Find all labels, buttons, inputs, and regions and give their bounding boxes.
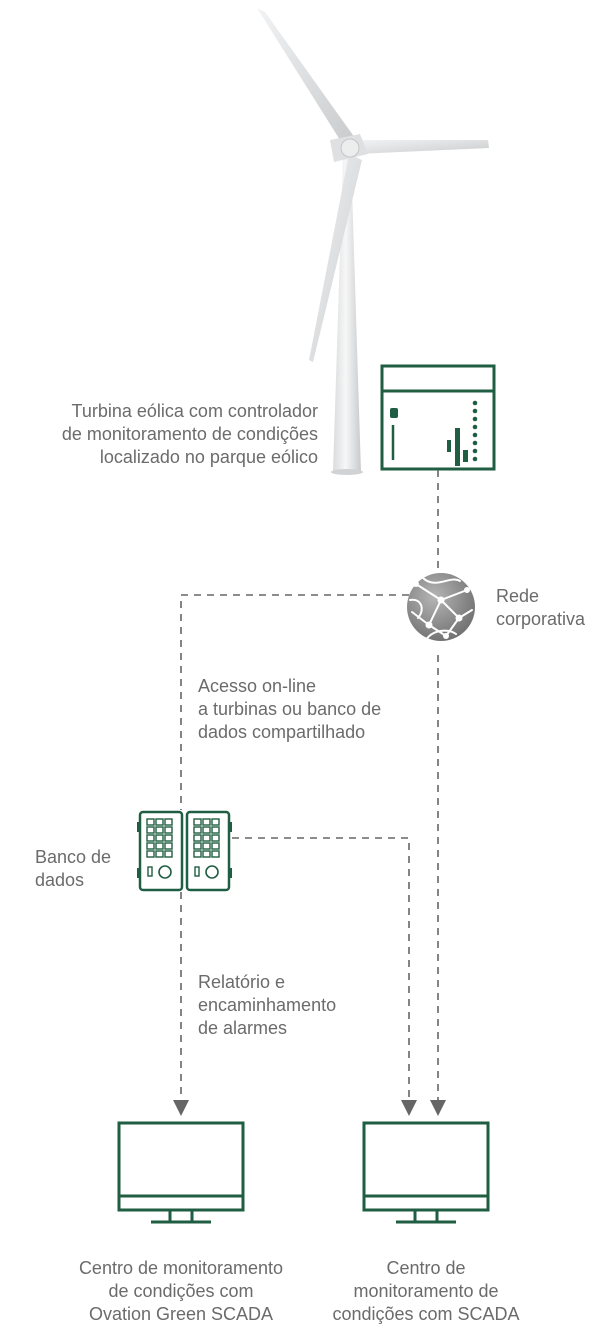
online-access-label: Acesso on-line a turbinas ou banco de da… xyxy=(198,675,381,744)
turbine-label-line-2: de monitoramento de condições xyxy=(61,424,318,444)
turbine-label: Turbina eólica com controlador de monito… xyxy=(62,400,318,469)
turbine-blade-up xyxy=(257,8,355,140)
ovation-center-label: Centro de monitoramento de condições com… xyxy=(51,1257,311,1326)
turbine-tower xyxy=(333,158,361,472)
turbine-label-line-1: Turbina eólica com controlador xyxy=(71,401,318,421)
ovation-center-label-line-1: Centro de monitoramento xyxy=(78,1258,284,1278)
reporting-label: Relatório e encaminhamento de alarmes xyxy=(198,971,336,1040)
online-access-label-line-1: Acesso on-line xyxy=(198,676,317,696)
scada-center-label-line-1: Centro de xyxy=(386,1258,466,1278)
database-label-line-2: dados xyxy=(35,870,85,890)
connectors xyxy=(173,470,446,1116)
controller-slider-3 xyxy=(463,450,468,462)
reporting-label-line-3: de alarmes xyxy=(198,1018,288,1038)
online-access-label-line-3: dados compartilhado xyxy=(198,722,366,742)
globe-network-nodes xyxy=(413,581,470,639)
controller-led xyxy=(390,408,398,418)
controller-slider-1 xyxy=(447,440,451,452)
monitor-icon xyxy=(362,1121,490,1224)
globe-network-icon xyxy=(407,573,475,641)
ovation-center-label-line-3: Ovation Green SCADA xyxy=(88,1304,274,1324)
turbine-label-line-3: localizado no parque eólico xyxy=(99,447,318,467)
server-rack-left-grid xyxy=(146,818,173,858)
server-rack-right xyxy=(185,810,232,892)
online-access-label-line-2: a turbinas ou banco de xyxy=(198,699,382,719)
server-rack-right-grid xyxy=(193,818,220,858)
scada-center-label-line-2: monitoramento de xyxy=(353,1281,499,1301)
network-label-line-1: Rede xyxy=(496,586,540,606)
network-to-database-connector xyxy=(180,594,409,810)
turbine-blade-right xyxy=(356,140,489,154)
controller-icon xyxy=(380,364,496,471)
controller-slider-2 xyxy=(455,428,460,466)
server-rack-left xyxy=(137,810,184,892)
network-label: Rede corporativa xyxy=(496,585,585,631)
scada-center-label: Centro de monitoramento de condições com… xyxy=(306,1257,546,1326)
scada-center-label-line-3: condições com SCADA xyxy=(332,1304,520,1324)
monitor-icon xyxy=(117,1121,245,1224)
controller-dot-column xyxy=(472,400,478,462)
wind-turbine-icon xyxy=(257,8,489,475)
database-to-scada-connector xyxy=(232,837,417,1116)
monitor-neck xyxy=(413,1208,439,1224)
database-label: Banco de dados xyxy=(35,846,111,892)
turbine-blade-down xyxy=(309,154,362,362)
database-label-line-1: Banco de xyxy=(35,847,112,867)
reporting-label-line-2: encaminhamento xyxy=(198,995,337,1015)
reporting-label-line-1: Relatório e xyxy=(198,972,286,992)
network-label-line-2: corporativa xyxy=(496,609,586,629)
turbine-hub xyxy=(340,138,360,158)
database-server-icon xyxy=(137,810,232,892)
controller-body xyxy=(380,364,496,471)
turbine-tower-base xyxy=(331,469,363,475)
ovation-center-label-line-2: de condições com xyxy=(108,1281,254,1301)
monitor-neck xyxy=(168,1208,194,1224)
